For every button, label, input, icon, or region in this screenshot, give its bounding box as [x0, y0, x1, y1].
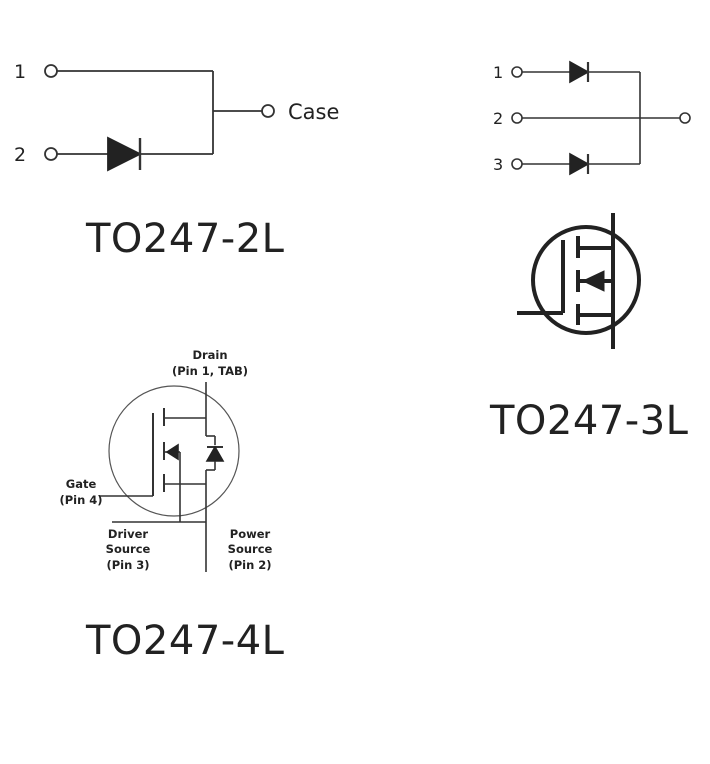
to247-2l-case-terminal	[261, 104, 275, 118]
to247-4l-power-label: Power	[230, 527, 271, 541]
to247-2l-case-label: Case	[288, 100, 339, 124]
to247-4l-schematic: Drain (Pin 1, TAB) Gate (Pin 4) Driver S…	[59, 348, 273, 572]
to247-4l-package-outline	[108, 385, 240, 517]
to247-2l-title: TO247-2L	[86, 216, 285, 262]
to247-3l-mosfet-icon	[517, 213, 641, 349]
to247-3l-diode1-icon	[569, 60, 590, 84]
to247-4l-drain-pin-label: (Pin 1, TAB)	[172, 364, 248, 378]
to247-4l-body-arrow-icon	[165, 443, 179, 461]
to247-2l-diode-icon	[107, 136, 143, 172]
to247-2l-pin2-terminal	[44, 147, 58, 161]
to247-4l-gate-label: Gate	[66, 477, 97, 491]
to247-4l-drain-label: Drain	[192, 348, 227, 362]
to247-3l-pin2-terminal	[511, 112, 523, 124]
to247-3l-pin3-label: 3	[493, 155, 503, 174]
to247-3l-diode3-icon	[569, 152, 590, 176]
to247-4l-gate-pin-label: (Pin 4)	[59, 493, 102, 507]
to247-3l-pin1-terminal	[511, 66, 523, 78]
to247-3l-pin3-terminal	[511, 158, 523, 170]
to247-4l-bodydiode-icon	[205, 445, 225, 462]
to247-4l-driver-pin-label: (Pin 3)	[106, 558, 149, 572]
to247-3l-pin1-label: 1	[493, 63, 503, 82]
to247-2l-pin1-terminal	[44, 64, 58, 78]
to247-3l-output-terminal	[679, 112, 691, 124]
to247-2l-pin2-label: 2	[14, 144, 26, 166]
to247-3l-schematic: 1 2 3	[493, 60, 691, 176]
to247-4l-driver-label: Driver	[108, 527, 148, 541]
to247-3l-title: TO247-3L	[490, 398, 689, 444]
to247-4l-driver-source-label: Source	[106, 542, 151, 556]
to247-4l-power-source-label: Source	[228, 542, 273, 556]
to247-4l-power-pin-label: (Pin 2)	[228, 558, 271, 572]
to247-4l-title: TO247-4L	[86, 618, 285, 664]
to247-3l-pin2-label: 2	[493, 109, 503, 128]
to247-2l-pin1-label: 1	[14, 61, 26, 83]
to247-2l-schematic: 1 2 Case	[14, 61, 339, 172]
